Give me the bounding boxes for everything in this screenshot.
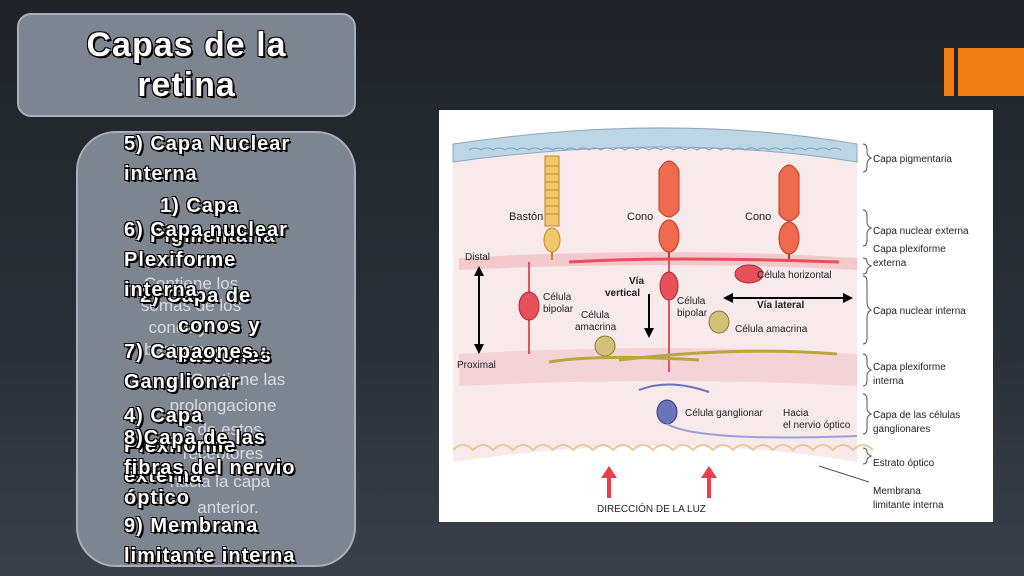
- bipolar-cell-center: [659, 260, 679, 372]
- ghost-desc3-f: anterior.: [197, 498, 259, 517]
- bipolar-cell-left: [518, 262, 540, 354]
- ganglion-cell: [638, 383, 858, 439]
- layer-7-line1: 7) Capaones :: [124, 341, 269, 363]
- layer-6-line3: interna: [124, 279, 198, 301]
- right-label-estrato-optico: Estrato óptico: [873, 458, 935, 469]
- cone-cell-1: [658, 160, 680, 260]
- ghost-layer1-b: Pigmentaria: [150, 225, 276, 247]
- label-cono-2: Cono: [745, 211, 771, 223]
- label-bipolar-left-a: Célula: [543, 292, 572, 303]
- vertical-path-arrowhead: [644, 328, 654, 338]
- horizontal-cell: [568, 257, 840, 284]
- accent-bar-thin: [944, 48, 954, 96]
- ghost-desc1-d: bastones.: [144, 340, 218, 359]
- label-celula-horizontal: Célula horizontal: [757, 270, 832, 281]
- optic-stratum: [452, 444, 874, 452]
- layer-5-line2: interna: [124, 163, 198, 185]
- layer-8-line3: óptico: [124, 487, 190, 509]
- label-via-lateral: Vía lateral: [757, 300, 804, 311]
- amacrine-cell-left: [548, 335, 700, 364]
- ghost-layer3: bastones: [176, 345, 272, 367]
- layer-7-line2: Ganglionar: [124, 371, 240, 393]
- slide-title-line2: retina: [137, 66, 236, 104]
- amacrine-cell-right: [618, 310, 838, 362]
- right-label-membrana-b: limitante interna: [873, 500, 944, 511]
- ghost-desc3-c: s de estos: [184, 420, 262, 439]
- pigment-layer: [452, 127, 858, 163]
- slide-title: Capas de la retina: [87, 25, 287, 105]
- slide-title-box: Capas de la retina: [17, 13, 356, 117]
- right-label-plexiforme-interna-b: interna: [873, 376, 904, 387]
- ghost-layer4-b: Plexiforme: [124, 435, 237, 457]
- right-label-ganglionares-b: ganglionares: [873, 424, 930, 435]
- label-baston: Bastón: [509, 211, 543, 223]
- layer-8-line2: fibras del nervio: [124, 457, 296, 479]
- accent-bar-wide: [958, 48, 1024, 96]
- label-direccion-luz: DIRECCIÓN DE LA LUZ: [597, 502, 706, 515]
- pigment-cells: [468, 147, 842, 151]
- layer-6-line2: Plexiforme: [124, 249, 237, 271]
- label-via-vertical-a: Vía: [629, 276, 644, 287]
- outer-plexiform-band: [459, 252, 857, 270]
- ghost-layer1-a: 1) Capa: [160, 195, 240, 217]
- label-amacrina-right: Célula amacrina: [735, 324, 808, 335]
- right-label-plexiforme-interna-a: Capa plexiforme: [873, 362, 946, 373]
- right-label-nuclear-externa: Capa nuclear externa: [873, 226, 969, 237]
- retina-diagram: Bastón Cono Cono Distal Proximal Célula …: [439, 110, 993, 522]
- layer-9-line1: 9) Membrana: [124, 515, 259, 537]
- right-label-nuclear-interna: Capa nuclear interna: [873, 306, 966, 317]
- label-bipolar-left-b: bipolar: [543, 304, 574, 315]
- ghost-desc1-c: conos y los: [148, 318, 234, 337]
- inner-plexiform-band: [459, 348, 857, 386]
- ghost-layer2-b: conos y: [178, 315, 261, 337]
- right-label-pigmentaria: Capa pigmentaria: [873, 154, 952, 165]
- layer-8-line1: 8)Capa de las: [124, 427, 266, 449]
- label-hacia-a: Hacia: [783, 408, 809, 419]
- ghost-layer4-c: externa: [124, 465, 203, 487]
- ghost-desc1-b: somas de los: [140, 296, 242, 315]
- ghost-layer2-a: 2) Capa de: [140, 285, 252, 307]
- right-label-ganglionares-a: Capa de las células: [873, 410, 960, 421]
- ghost-desc3-e: hacia la capa: [169, 472, 271, 491]
- label-celula-ganglionar: Célula ganglionar: [685, 408, 764, 419]
- ghost-desc1-a: Contiene los: [143, 274, 239, 293]
- layer-6-line1: 6) Capa nuclear: [124, 219, 288, 241]
- right-label-plexiforme-externa-a: Capa plexiforme: [873, 244, 946, 255]
- retina-diagram-svg: Bastón Cono Cono Distal Proximal Célula …: [452, 127, 969, 515]
- ghost-desc3-b: prolongacione: [169, 396, 277, 415]
- light-direction-arrows: [601, 466, 717, 498]
- label-amacrina-left-b: amacrina: [575, 322, 617, 333]
- ghost-desc3-d: receptores: [182, 444, 264, 463]
- ghost-layer4-a: 4) Capa: [124, 405, 204, 427]
- rod-cell: [543, 155, 561, 260]
- label-distal: Distal: [465, 252, 490, 263]
- layer-5-line1: 5) Capa Nuclear: [124, 133, 291, 155]
- label-cono-1: Cono: [627, 211, 653, 223]
- layer-brackets: [818, 143, 873, 483]
- cone-cell-2: [778, 164, 800, 260]
- slide-title-line1: Capas de la: [86, 26, 287, 64]
- label-bipolar-center-a: Célula: [677, 296, 706, 307]
- right-label-membrana-a: Membrana: [873, 486, 921, 497]
- label-hacia-b: el nervio óptico: [783, 420, 851, 431]
- ghost-desc3-a: Contiene las: [190, 370, 286, 389]
- label-bipolar-center-b: bipolar: [677, 308, 708, 319]
- label-amacrina-left-a: Célula: [581, 310, 610, 321]
- label-proximal: Proximal: [457, 360, 496, 371]
- content-box: 1) Capa Pigmentaria Contiene los somas d…: [76, 131, 356, 567]
- right-label-plexiforme-externa-b: externa: [873, 258, 907, 269]
- distal-proximal-arrowheads: [474, 266, 484, 354]
- label-via-vertical-b: vertical: [605, 288, 640, 299]
- layer-9-line2: limitante interna: [124, 545, 296, 567]
